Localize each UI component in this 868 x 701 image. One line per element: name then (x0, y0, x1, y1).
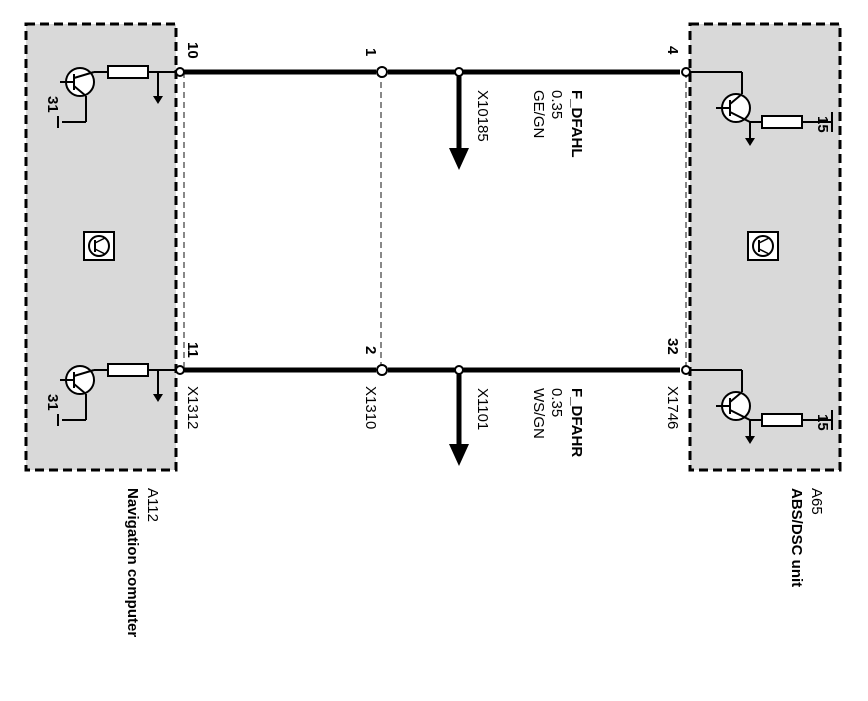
branch-label: X1101 (474, 388, 491, 430)
wire-bottom (175, 364, 691, 466)
wire-top (175, 66, 691, 170)
connector-label: X1312 (184, 386, 201, 429)
ground-pin-label: 31 (44, 96, 61, 113)
module-navigation-computer (24, 22, 178, 472)
pin-label: 2 (362, 346, 379, 354)
wire-color: WS/GN (530, 388, 547, 439)
wire-color: GE/GN (530, 90, 547, 138)
wire-signal: F_DFAHR (568, 388, 585, 457)
module-id: A112 (144, 488, 161, 522)
branch-label: X10185 (474, 90, 491, 142)
pin-label: 10 (184, 42, 201, 59)
connector-label: X1746 (664, 386, 681, 429)
module-abs-dsc-unit (688, 22, 842, 472)
pin-label: 11 (184, 342, 201, 358)
supply-pin-label: 15 (814, 414, 831, 431)
module-name: Navigation computer (124, 488, 141, 637)
wire-size: 0.35 (548, 388, 565, 417)
pin-label: 32 (664, 338, 681, 355)
pin-label: 1 (362, 48, 379, 56)
wire-signal: F_DFAHL (568, 90, 585, 158)
module-symbol-icon (747, 231, 779, 261)
module-name: ABS/DSC unit (788, 488, 805, 587)
connector-label: X1310 (362, 386, 379, 429)
module-symbol-icon (83, 231, 115, 261)
ground-pin-label: 31 (44, 394, 61, 411)
pin-label: 4 (664, 46, 681, 55)
supply-pin-label: 15 (814, 116, 831, 133)
module-id: A65 (808, 488, 825, 515)
wire-size: 0.35 (548, 90, 565, 119)
